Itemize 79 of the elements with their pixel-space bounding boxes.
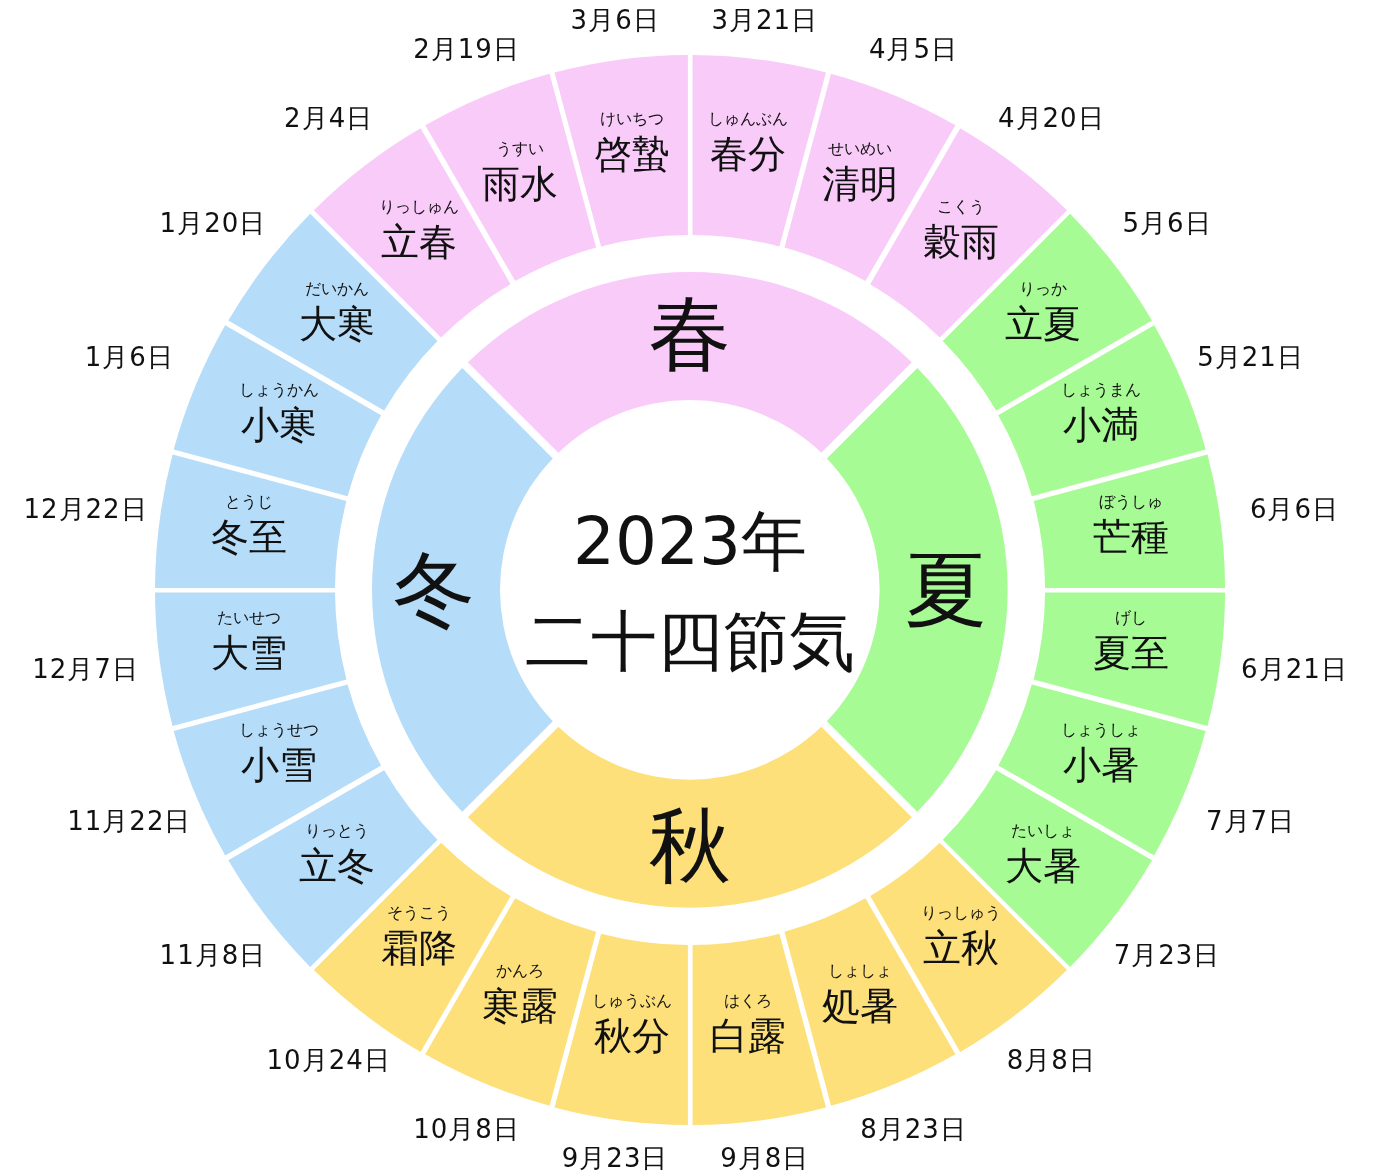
- solar-term-name: 立夏: [1005, 305, 1082, 345]
- reading-text: かんろ: [495, 962, 544, 980]
- date-label: 1月20日: [159, 210, 267, 238]
- date-label: 7月23日: [1113, 942, 1221, 970]
- date-label: 6月21日: [1241, 655, 1348, 684]
- solar-term-name: 霜降: [381, 929, 458, 969]
- season-name: 秋: [649, 802, 731, 890]
- solar-term-name: 立秋: [922, 929, 999, 969]
- season-name: 春: [649, 290, 731, 378]
- date-label: 10月24日: [266, 1047, 391, 1075]
- date-label: 12月7日: [32, 655, 139, 684]
- reading-text: ぼうしゅ: [1099, 493, 1164, 511]
- reading-text: せいめい: [828, 140, 893, 158]
- reading-text: しゅうぶん: [591, 992, 672, 1010]
- reading-text: しょうまん: [1061, 381, 1142, 399]
- solar-term-name: 小満: [1063, 405, 1140, 446]
- solar-term-name: 大暑: [1005, 846, 1082, 887]
- reading-text: そうこう: [387, 904, 452, 922]
- reading-text: りっか: [1019, 280, 1068, 298]
- date-label: 7月7日: [1206, 808, 1296, 836]
- solar-term-name: 大寒: [298, 305, 375, 345]
- solar-term-name: 処暑: [822, 987, 899, 1028]
- solar-term-name: 小雪: [240, 746, 317, 787]
- date-label: 5月6日: [1122, 210, 1212, 238]
- solar-term-name: 秋分: [593, 1017, 670, 1058]
- reading-text: りっしゅん: [379, 198, 460, 216]
- reading-text: こくう: [936, 198, 985, 216]
- solar-term-name: 立冬: [298, 846, 375, 887]
- reading-text: げし: [1115, 609, 1148, 627]
- date-label: 1月6日: [84, 344, 174, 372]
- solar-term-name: 清明: [822, 164, 899, 205]
- reading-text: けいちつ: [599, 110, 664, 128]
- reading-text: しょうかん: [238, 381, 319, 399]
- date-label: 3月6日: [570, 7, 660, 36]
- solar-term-name: 寒露: [481, 987, 558, 1028]
- date-label: 8月23日: [860, 1115, 967, 1144]
- solar-term-name: 啓蟄: [593, 134, 670, 175]
- date-label: 11月22日: [67, 808, 192, 836]
- date-label: 9月8日: [720, 1144, 810, 1173]
- reading-text: たいしょ: [1011, 822, 1076, 840]
- reading-text: しょしょ: [828, 962, 893, 980]
- solar-term-name: 大雪: [210, 634, 287, 674]
- reading-text: たいせつ: [216, 609, 281, 627]
- reading-text: はくろ: [724, 992, 773, 1010]
- solar-term-name: 小寒: [240, 405, 317, 446]
- date-label: 5月21日: [1197, 344, 1304, 372]
- solar-term-name: 穀雨: [922, 223, 999, 263]
- solar-term-name: 夏至: [1093, 634, 1170, 674]
- solar-term-name: 冬至: [210, 517, 287, 558]
- date-label: 3月21日: [711, 7, 819, 36]
- date-label: 2月19日: [413, 36, 520, 64]
- date-label: 2月4日: [284, 105, 374, 133]
- date-label: 4月5日: [868, 36, 959, 64]
- solar-term-name: 春分: [710, 134, 787, 175]
- season-name: 冬: [393, 546, 475, 634]
- reading-text: うすい: [495, 140, 544, 158]
- date-label: 4月20日: [998, 105, 1105, 133]
- reading-text: しょうせつ: [238, 721, 319, 739]
- solar-term-name: 小暑: [1063, 746, 1140, 787]
- reading-text: とうじ: [224, 493, 273, 511]
- date-label: 11月8日: [159, 942, 267, 970]
- season-name: 夏: [905, 546, 987, 634]
- reading-text: りっしゅう: [920, 904, 1001, 922]
- solar-term-name: 白露: [710, 1017, 787, 1058]
- reading-text: しょうしょ: [1061, 721, 1142, 739]
- date-label: 9月23日: [561, 1144, 669, 1173]
- reading-text: しゅんぶん: [708, 110, 789, 128]
- year-text: 2023年: [573, 507, 807, 577]
- solar-term-name: 雨水: [481, 164, 558, 205]
- date-label: 6月6日: [1249, 496, 1339, 525]
- date-label: 10月8日: [413, 1115, 520, 1144]
- reading-text: りっとう: [304, 822, 369, 840]
- date-label: 12月22日: [23, 496, 148, 525]
- solar-term-name: 立春: [381, 223, 458, 263]
- reading-text: だいかん: [304, 280, 369, 298]
- solar-term-segment: [1032, 451, 1225, 590]
- date-label: 8月8日: [1006, 1047, 1096, 1075]
- solar-term-name: 芒種: [1093, 517, 1170, 558]
- title-text: 二十四節気: [525, 607, 855, 677]
